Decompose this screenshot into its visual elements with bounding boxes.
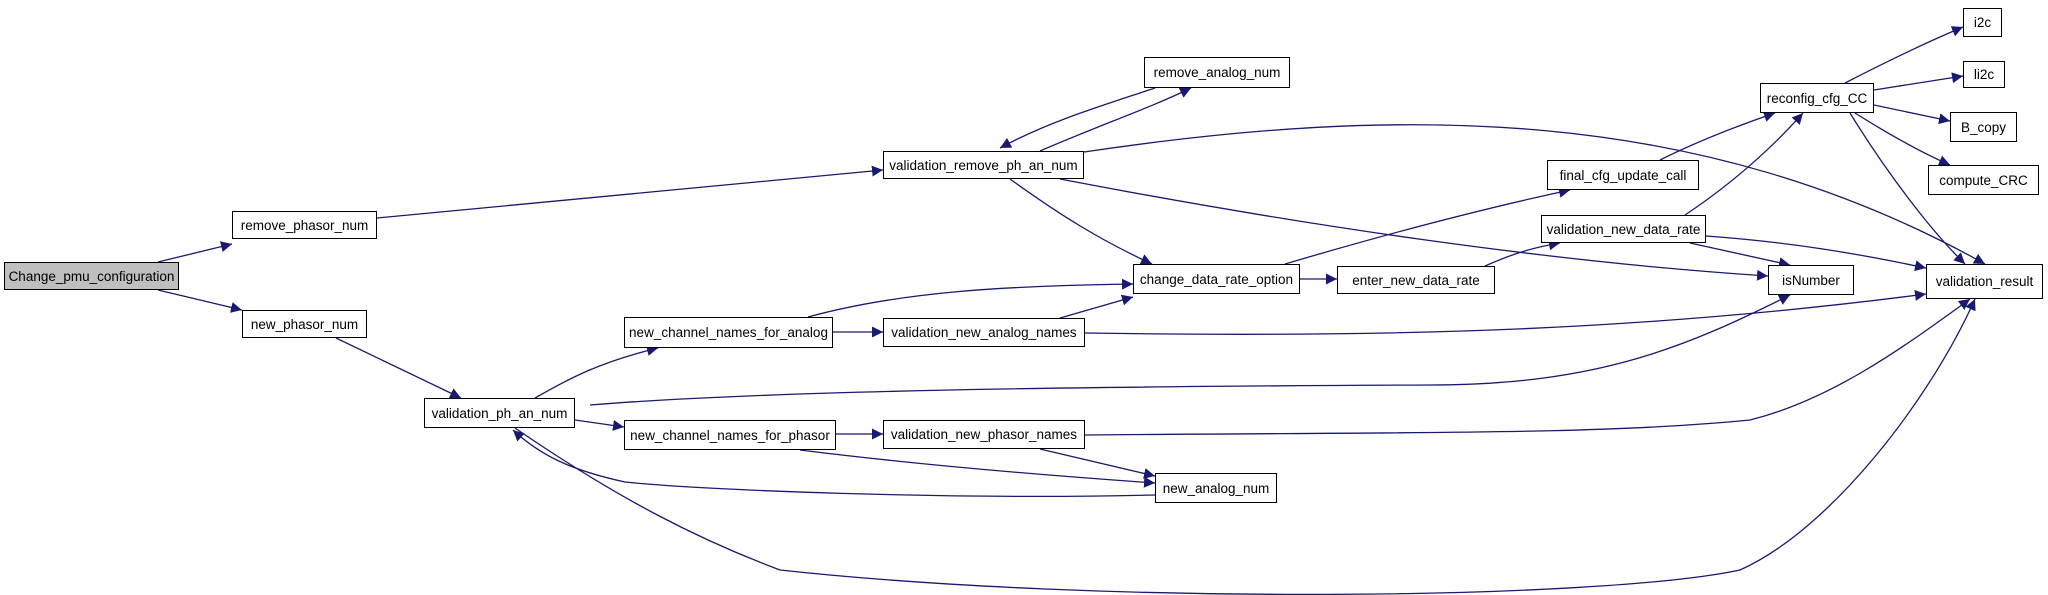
node-new_phasor_num[interactable]: new_phasor_num [242,310,367,338]
node-label: final_cfg_update_call [1559,167,1687,183]
node-label: validation_new_phasor_names [890,427,1078,442]
node-new_analog_num[interactable]: new_analog_num [1155,473,1277,503]
edge-validation_new_data_rate-to-reconfig_cfg_CC [1684,112,1804,216]
node-label: enter_new_data_rate [1352,272,1480,288]
node-label: change_data_rate_option [1139,271,1294,287]
edge-validation_ph_an_num-to-validation_result [514,298,1976,595]
node-label: validation_result [1935,274,2034,289]
node-validation_result[interactable]: validation_result [1926,264,2043,299]
node-label: validation_new_analog_names [891,325,1077,340]
edge-validation_ph_an_num-to-new_channel_names_for_analog [534,345,659,399]
edge-reconfig_cfg_CC-to-B_copy [1873,104,1951,125]
edge-new_channel_names_for_phasor-to-new_analog_num [799,449,1156,488]
node-label: isNumber [1782,272,1840,288]
node-isNumber[interactable]: isNumber [1768,265,1854,295]
edge-new_analog_num-to-validation_ph_an_num [512,429,1156,497]
node-remove_phasor_num[interactable]: remove_phasor_num [232,211,377,239]
edge-validation_ph_an_num-to-isNumber [589,294,1791,406]
node-label: validation_new_data_rate [1546,221,1701,237]
node-validation_new_analog_names[interactable]: validation_new_analog_names [883,318,1085,347]
node-new_channel_names_for_phasor[interactable]: new_channel_names_for_phasor [624,420,836,450]
node-li2c[interactable]: li2c [1963,61,2005,88]
node-label: B_copy [1960,119,2007,135]
edge-validation_new_data_rate-to-validation_result [1705,235,1927,272]
node-enter_new_data_rate[interactable]: enter_new_data_rate [1337,266,1495,294]
node-B_copy[interactable]: B_copy [1950,112,2017,142]
node-label: new_phasor_num [250,316,359,332]
edge-validation_remove_ph_an_num-to-isNumber [1059,178,1769,281]
edge-remove_phasor_num-to-validation_remove_ph_an_num [376,165,884,219]
node-i2c[interactable]: i2c [1963,8,2002,37]
edge-validation_new_analog_names-to-change_data_rate_option [1059,294,1134,319]
edge-new_phasor_num-to-validation_ph_an_num [335,337,462,399]
node-validation_new_data_rate[interactable]: validation_new_data_rate [1541,215,1706,243]
edge-reconfig_cfg_CC-to-validation_result [1849,112,1966,265]
node-reconfig_cfg_CC[interactable]: reconfig_cfg_CC [1760,83,1874,113]
node-compute_CRC[interactable]: compute_CRC [1928,165,2039,195]
edge-final_cfg_update_call-to-reconfig_cfg_CC [1659,111,1776,161]
edge-Change_pmu_configuration-to-remove_phasor_num [157,241,233,263]
node-label: new_channel_names_for_analog [629,325,828,340]
edge-validation_ph_an_num-to-new_channel_names_for_phasor [574,419,625,431]
node-label: validation_ph_an_num [431,405,568,421]
node-label: remove_phasor_num [240,217,369,233]
edge-new_channel_names_for_analog-to-change_data_rate_option [807,278,1134,318]
node-validation_ph_an_num[interactable]: validation_ph_an_num [424,398,575,428]
node-change_data_rate_option[interactable]: change_data_rate_option [1133,264,1300,294]
edge-validation_new_phasor_names-to-validation_result [1084,298,1971,436]
edge-validation_remove_ph_an_num-to-change_data_rate_option [1009,178,1153,265]
node-label: remove_analog_num [1153,65,1281,80]
edge-remove_analog_num-to-validation_remove_ph_an_num [999,87,1156,149]
node-label: reconfig_cfg_CC [1766,90,1868,106]
node-validation_remove_ph_an_num[interactable]: validation_remove_ph_an_num [883,151,1084,179]
node-Change_pmu_configuration: Change_pmu_configuration [4,262,179,290]
edge-validation_remove_ph_an_num-to-remove_analog_num [1039,87,1192,152]
node-label: Change_pmu_configuration [8,268,175,284]
edge-validation_new_analog_names-to-validation_result [1084,289,1927,335]
edge-reconfig_cfg_CC-to-li2c [1873,72,1964,91]
edge-reconfig_cfg_CC-to-compute_CRC [1854,112,1951,166]
node-label: new_channel_names_for_phasor [630,427,830,443]
edge-validation_remove_ph_an_num-to-validation_result [1083,124,1986,265]
edge-validation_new_data_rate-to-isNumber [1689,242,1791,269]
node-label: compute_CRC [1939,172,2028,188]
node-final_cfg_update_call[interactable]: final_cfg_update_call [1547,160,1699,190]
edge-enter_new_data_rate-to-validation_new_data_rate [1484,239,1561,267]
node-label: validation_remove_ph_an_num [889,157,1078,173]
node-label: new_analog_num [1162,480,1270,496]
node-label: li2c [1973,67,1995,82]
edge-validation_new_phasor_names-to-new_analog_num [1039,448,1156,479]
edge-Change_pmu_configuration-to-new_phasor_num [157,289,243,313]
node-new_channel_names_for_analog[interactable]: new_channel_names_for_analog [624,317,833,348]
edge-change_data_rate_option-to-final_cfg_update_call [1284,186,1571,265]
node-remove_analog_num[interactable]: remove_analog_num [1144,57,1290,88]
edge-reconfig_cfg_CC-to-i2c [1844,26,1964,84]
node-validation_new_phasor_names[interactable]: validation_new_phasor_names [883,420,1085,449]
node-label: i2c [1973,15,1992,30]
